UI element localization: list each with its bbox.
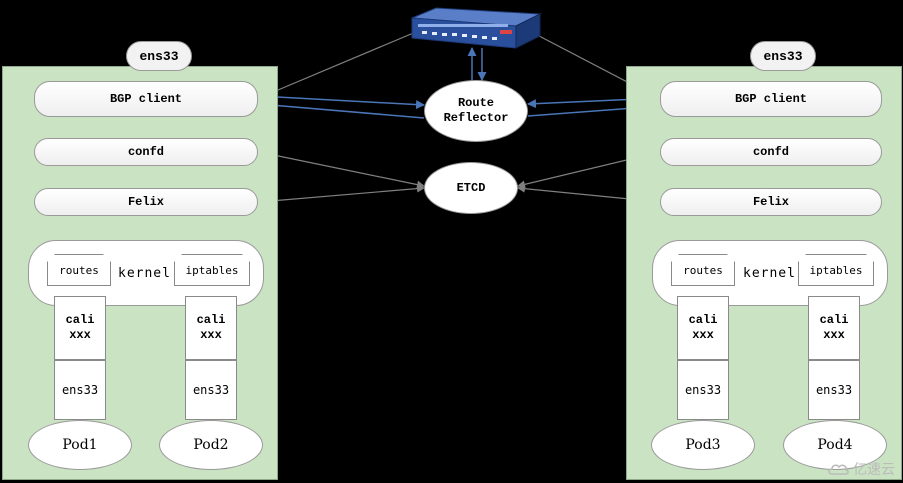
veth-ens33-pod2: ens33 [185,360,237,420]
pod2: Pod2 [159,420,263,470]
felix-left-etcd-line [258,184,425,203]
rr-to-bgp-left-line [258,100,425,119]
bgp-client-left: BGP client [34,81,258,117]
pod3: Pod3 [651,420,755,470]
nic-tab-left: ens33 [126,41,192,71]
confd-right: confd [660,138,882,166]
router-to-bgp-left-line [258,25,431,99]
nic-tab-right: ens33 [750,41,816,71]
felix-right: Felix [660,188,882,216]
cali-iface-pod2: cali xxx [185,296,237,360]
cali-iface-pod3: cali xxx [677,296,729,360]
cali-iface-pod1: cali xxx [54,296,106,360]
bgp-client-right: BGP client [660,81,882,117]
watermark: 亿速云 [827,459,895,479]
routes-tag-left: routes [47,254,111,286]
felix-left: Felix [34,188,258,216]
veth-ens33-pod3: ens33 [677,360,729,420]
watermark-text: 亿速云 [853,462,895,478]
network-router-icon [411,7,542,49]
kernel-label-right: kernel [743,266,796,281]
pod4: Pod4 [783,420,887,470]
pod1: Pod1 [28,420,132,470]
cloud-logo-icon [828,464,849,475]
routes-tag-right: routes [671,254,735,286]
kernel-label-left: kernel [118,266,171,281]
bgp-left-to-rr-line [258,95,425,110]
iptables-tag-left: iptables [174,254,250,286]
etcd: ETCD [424,162,518,214]
confd-left-etcd-line [258,149,425,189]
veth-ens33-pod4: ens33 [808,360,860,420]
iptables-tag-right: iptables [798,254,874,286]
veth-ens33-pod1: ens33 [54,360,106,420]
route-reflector: Route Reflector [424,80,528,142]
cali-iface-pod4: cali xxx [808,296,860,360]
confd-left: confd [34,138,258,166]
